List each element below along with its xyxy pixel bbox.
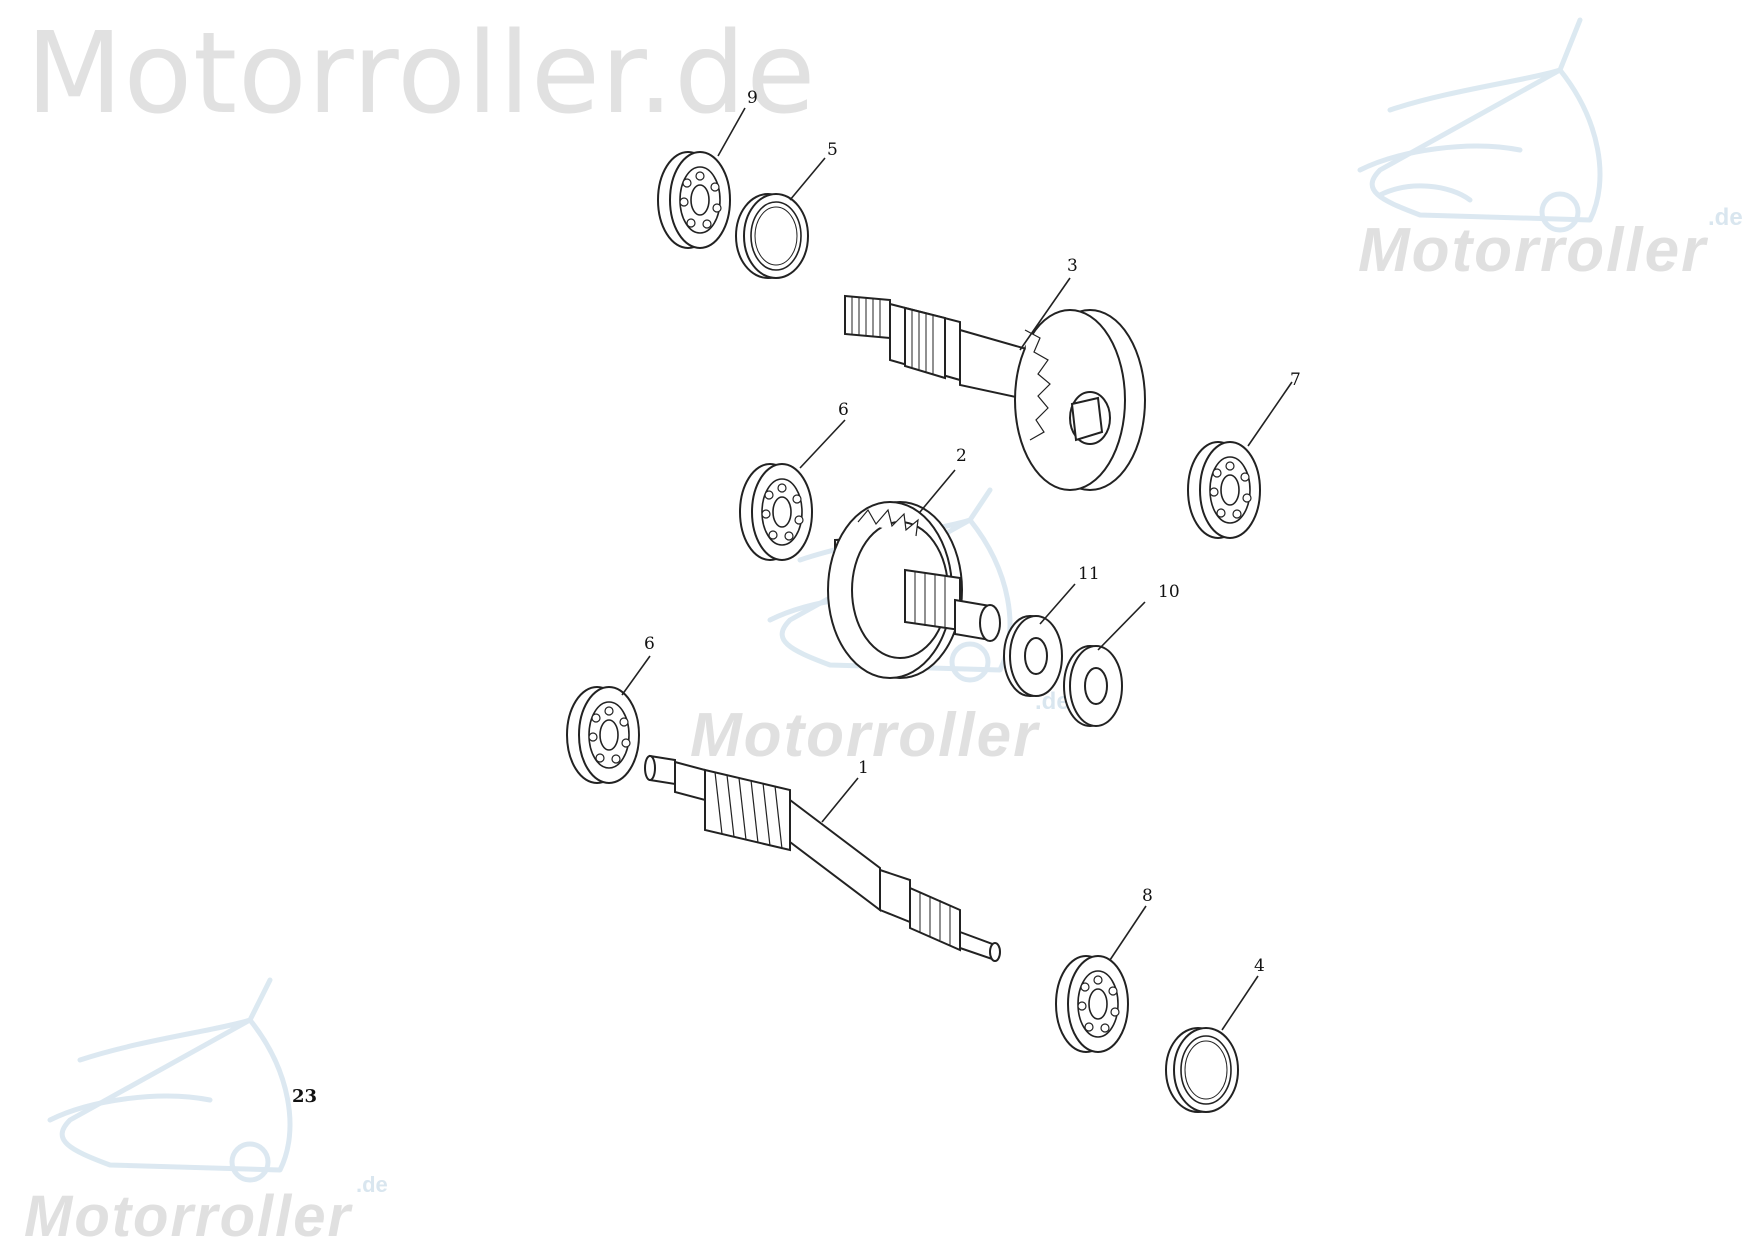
seal-5 <box>735 193 809 279</box>
callout-label-6-upper: 6 <box>838 400 849 420</box>
shaft-1 <box>644 754 1001 962</box>
watermark-brand-bottom-left: Motorroller <box>24 1184 353 1248</box>
callout-label-5: 5 <box>827 140 838 160</box>
callout-label-1: 1 <box>858 758 869 778</box>
callout-label-7: 7 <box>1290 370 1301 390</box>
gear-2 <box>827 501 1001 679</box>
callout-label-8: 8 <box>1142 886 1153 906</box>
scooter-logo-bottom-left <box>47 977 293 1183</box>
watermark-brand-top-right: Motorroller <box>1358 216 1708 285</box>
watermark-de-bottom-left: .de <box>356 1172 388 1197</box>
bearing-6-upper <box>739 463 813 561</box>
watermark-brand-center: Motorroller <box>690 701 1040 770</box>
watermark-de-top-right: .de <box>1708 204 1743 231</box>
callout-label-9: 9 <box>747 88 758 108</box>
washer-11 <box>1003 615 1063 697</box>
callout-label-2: 2 <box>956 446 967 466</box>
bearing-6-lower <box>566 686 640 784</box>
bearing-9 <box>657 151 731 249</box>
callout-label-6-lower: 6 <box>644 634 655 654</box>
callout-label-4: 4 <box>1254 956 1265 976</box>
callout-label-11: 11 <box>1078 564 1100 584</box>
scooter-logo-top-right <box>1357 17 1603 233</box>
washer-10 <box>1063 645 1123 727</box>
shaft-3 <box>844 294 1146 491</box>
callout-label-3: 3 <box>1067 256 1078 276</box>
bearing-7 <box>1187 441 1261 539</box>
leader-lines <box>621 107 1293 1031</box>
seal-4 <box>1165 1027 1239 1113</box>
page-number: 23 <box>292 1086 318 1107</box>
callout-label-10: 10 <box>1158 582 1180 602</box>
bearing-8 <box>1055 955 1129 1053</box>
watermark-main: Motorroller.de <box>26 9 817 139</box>
